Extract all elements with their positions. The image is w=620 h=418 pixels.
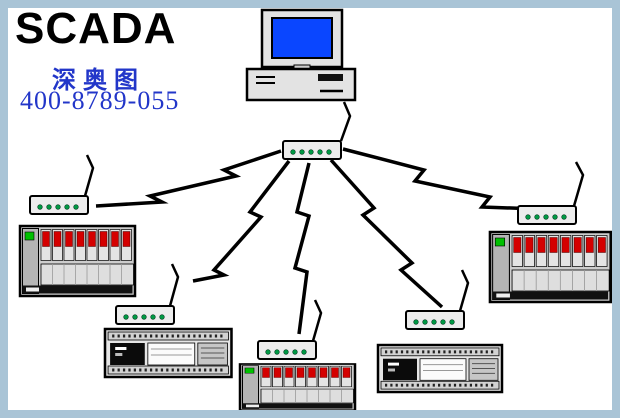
monitor-screen <box>271 17 333 59</box>
brand-phone: 400-8789-055 <box>20 86 180 115</box>
central-radio-modem <box>282 101 352 160</box>
radio-modem-bottom-right <box>405 269 470 330</box>
radio-link-bolt-bottom-left <box>192 159 291 283</box>
antenna <box>458 269 470 312</box>
radio-link-bolt-right <box>342 147 539 211</box>
antenna <box>572 161 585 207</box>
antenna <box>83 154 95 197</box>
plc-rack-right <box>488 230 613 304</box>
plc-rack-left <box>18 224 137 298</box>
page-title: SCADA <box>15 4 177 53</box>
antenna <box>168 263 180 307</box>
radio-link-bolt-bottom-center <box>292 162 312 335</box>
antenna <box>339 101 352 142</box>
radio-link-bolt-bottom-right <box>329 158 444 309</box>
radio-link-bolt-left <box>95 149 282 208</box>
radio-modem-bottom-center <box>257 299 323 360</box>
radio-links <box>95 147 539 335</box>
desktop-computer <box>245 8 357 102</box>
floppy-slot <box>318 74 343 81</box>
radio-modem-bottom-left <box>115 263 180 325</box>
computer-case <box>245 67 357 102</box>
plc-controller-bottom-left <box>103 327 234 379</box>
brand-subtitle: 深奥图 <box>52 68 145 94</box>
plc-rack-bottom-center <box>238 362 357 412</box>
plc-controller-bottom-right <box>376 343 504 394</box>
radio-modem-left <box>29 154 95 215</box>
radio-modem-right <box>517 161 585 225</box>
antenna <box>311 299 323 342</box>
